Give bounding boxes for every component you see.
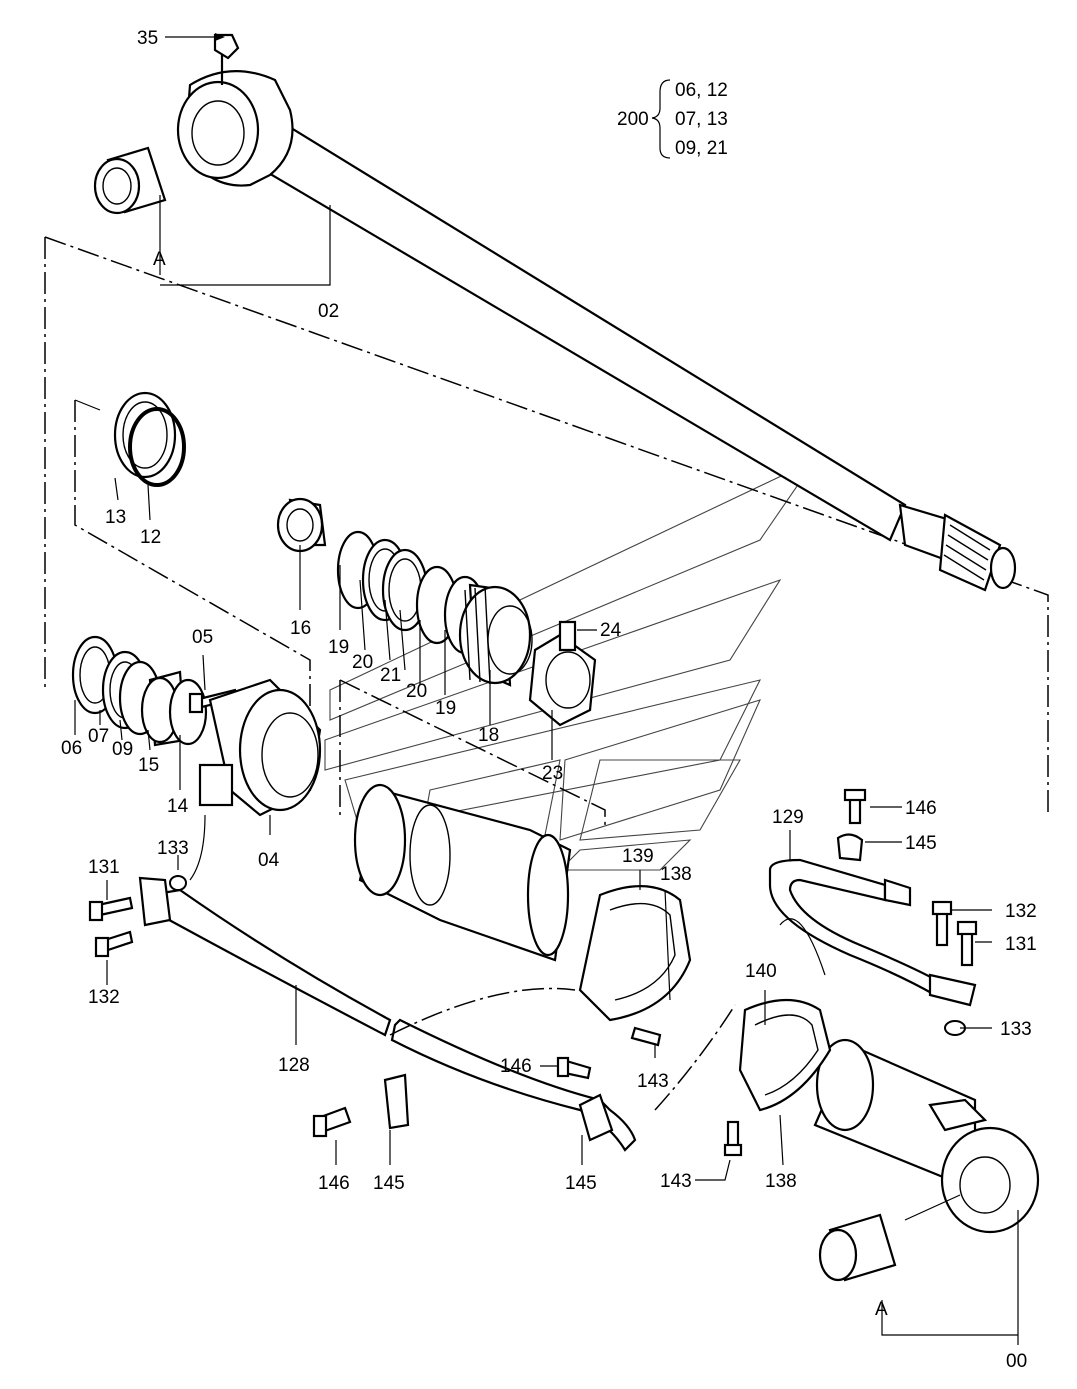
label-21: 21: [380, 665, 401, 686]
label-132-left: 132: [88, 987, 120, 1008]
label-14: 14: [167, 796, 189, 817]
grease-fitting: [213, 33, 240, 85]
label-146-left: 146: [318, 1173, 350, 1194]
fitting-146-right: [843, 788, 867, 825]
label-138-bottom: 138: [765, 1171, 797, 1192]
label-143-mid: 143: [637, 1071, 669, 1092]
o-ring-12: [128, 407, 186, 487]
kit-brace: [651, 79, 671, 159]
label-20-left: 20: [352, 652, 373, 673]
label-131-right: 131: [1005, 934, 1037, 955]
rod-end-bushing: [93, 146, 167, 215]
label-139: 139: [622, 846, 654, 867]
pipe-clamp-138-139: [578, 885, 832, 1112]
label-145-mid: 145: [565, 1173, 597, 1194]
piston-cushion-16: [276, 497, 327, 553]
label-12: 12: [140, 527, 161, 548]
cylinder-head-04: [198, 678, 322, 817]
leader-lines: [74, 33, 1019, 1345]
piston-18: [458, 583, 533, 687]
label-19-right: 19: [435, 698, 456, 719]
label-18: 18: [478, 725, 499, 746]
assembly-boundary: [44, 236, 1049, 830]
fitting-146-mid: [556, 1056, 592, 1080]
kit-line-3: 09, 21: [675, 138, 728, 159]
hydraulic-hose-129: [768, 858, 977, 1007]
clip-145-mid: [578, 1093, 614, 1142]
label-128: 128: [278, 1055, 310, 1076]
label-refA-top: A: [153, 249, 166, 270]
label-05: 05: [192, 627, 213, 648]
fitting-146-left: [312, 1106, 352, 1138]
part-labels: 35 A 02 13 12 16 19 20 21 20 19 18 24 23…: [61, 28, 1037, 1372]
label-146-mid: 146: [500, 1056, 532, 1077]
watermark-logo: [324, 458, 817, 901]
label-133-right: 133: [1000, 1019, 1032, 1040]
label-20-right: 20: [406, 681, 427, 702]
label-00: 00: [1006, 1351, 1027, 1372]
label-06: 06: [61, 738, 82, 759]
label-24: 24: [600, 620, 622, 641]
cylinder-tube: [353, 783, 572, 962]
set-screw-24: [558, 620, 577, 652]
label-138-top: 138: [660, 864, 692, 885]
label-35: 35: [137, 28, 158, 49]
label-140: 140: [745, 961, 777, 982]
bolts: [88, 896, 978, 1157]
piston-rod: [176, 70, 1017, 592]
label-refA-bottom: A: [875, 1299, 888, 1320]
label-145-right: 145: [905, 833, 937, 854]
kit-number: 200: [617, 109, 649, 130]
kit-line-1: 06, 12: [675, 80, 728, 101]
label-04: 04: [258, 850, 280, 871]
label-133-left: 133: [157, 838, 189, 859]
bottom-bushing: [818, 1213, 897, 1282]
seal-ring-13: [113, 391, 177, 479]
label-23: 23: [542, 763, 563, 784]
label-19-left: 19: [328, 637, 349, 658]
clip-145-left: [383, 1073, 410, 1130]
label-09: 09: [112, 739, 133, 760]
clip-145-right: [836, 833, 864, 862]
label-16: 16: [290, 618, 311, 639]
label-131-left: 131: [88, 857, 120, 878]
label-07: 07: [88, 726, 109, 747]
cylinder-bottom: [813, 1038, 1040, 1234]
label-145-left: 145: [373, 1173, 405, 1194]
label-13: 13: [105, 507, 126, 528]
label-129: 129: [772, 807, 804, 828]
label-143-bottom: 143: [660, 1171, 692, 1192]
hydraulic-pipe-128: [138, 876, 637, 1152]
gland-seals: [71, 635, 208, 747]
kit-line-2: 07, 13: [675, 109, 728, 130]
label-02: 02: [318, 301, 339, 322]
label-146-right: 146: [905, 798, 937, 819]
label-15: 15: [138, 755, 159, 776]
label-132-right: 132: [1005, 901, 1037, 922]
kit-200: 200 06, 12 07, 13 09, 21: [617, 80, 728, 159]
